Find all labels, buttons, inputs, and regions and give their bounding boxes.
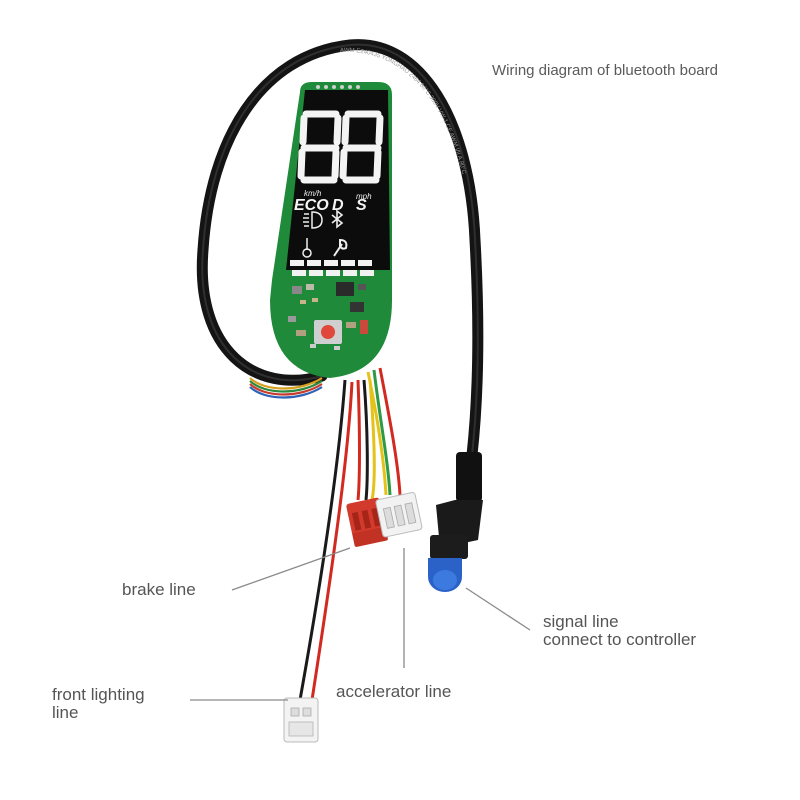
pcb-components bbox=[288, 282, 368, 350]
front-lighting-connector bbox=[283, 697, 319, 743]
brake-line-label: brake line bbox=[122, 580, 196, 599]
signal-line-label: signal line connect to controller bbox=[543, 613, 696, 649]
signal-line-label-2: connect to controller bbox=[543, 630, 697, 649]
signal-line-label-1: signal line bbox=[543, 612, 619, 631]
accelerator-connector bbox=[375, 492, 423, 538]
bluetooth-icon bbox=[331, 209, 344, 229]
diagram-title: Wiring diagram of bluetooth board bbox=[492, 62, 718, 79]
front-lighting-label-1: front lighting bbox=[52, 685, 145, 704]
battery-bars bbox=[290, 260, 374, 276]
bluetooth-board: km/h mph ECO D S bbox=[270, 82, 392, 378]
brake-wires bbox=[356, 379, 376, 501]
small-wire-bundle bbox=[249, 377, 323, 399]
power-button-icon[interactable] bbox=[314, 320, 342, 344]
front-lighting-wires bbox=[298, 379, 354, 701]
signal-leader bbox=[465, 587, 531, 631]
headlight-icon bbox=[303, 211, 323, 229]
mode-d: D bbox=[332, 197, 344, 214]
unit-mph: mph bbox=[356, 192, 372, 201]
wrench-icon bbox=[333, 238, 348, 257]
accelerator-wires bbox=[366, 367, 402, 496]
accelerator-line-label: accelerator line bbox=[336, 682, 452, 701]
front-lighting-label: front lighting line bbox=[52, 686, 145, 722]
unit-kmh: km/h bbox=[304, 189, 322, 198]
thermometer-icon bbox=[302, 238, 312, 258]
mode-s: S bbox=[356, 197, 367, 214]
signal-connector bbox=[428, 452, 483, 592]
leader-lines bbox=[190, 547, 531, 701]
speed-digits bbox=[297, 110, 384, 184]
front-lighting-label-2: line bbox=[52, 703, 79, 722]
mode-eco: ECO bbox=[294, 197, 329, 214]
brake-leader bbox=[231, 547, 351, 591]
brake-connector bbox=[346, 497, 388, 547]
pcb-header-pins bbox=[316, 85, 360, 89]
